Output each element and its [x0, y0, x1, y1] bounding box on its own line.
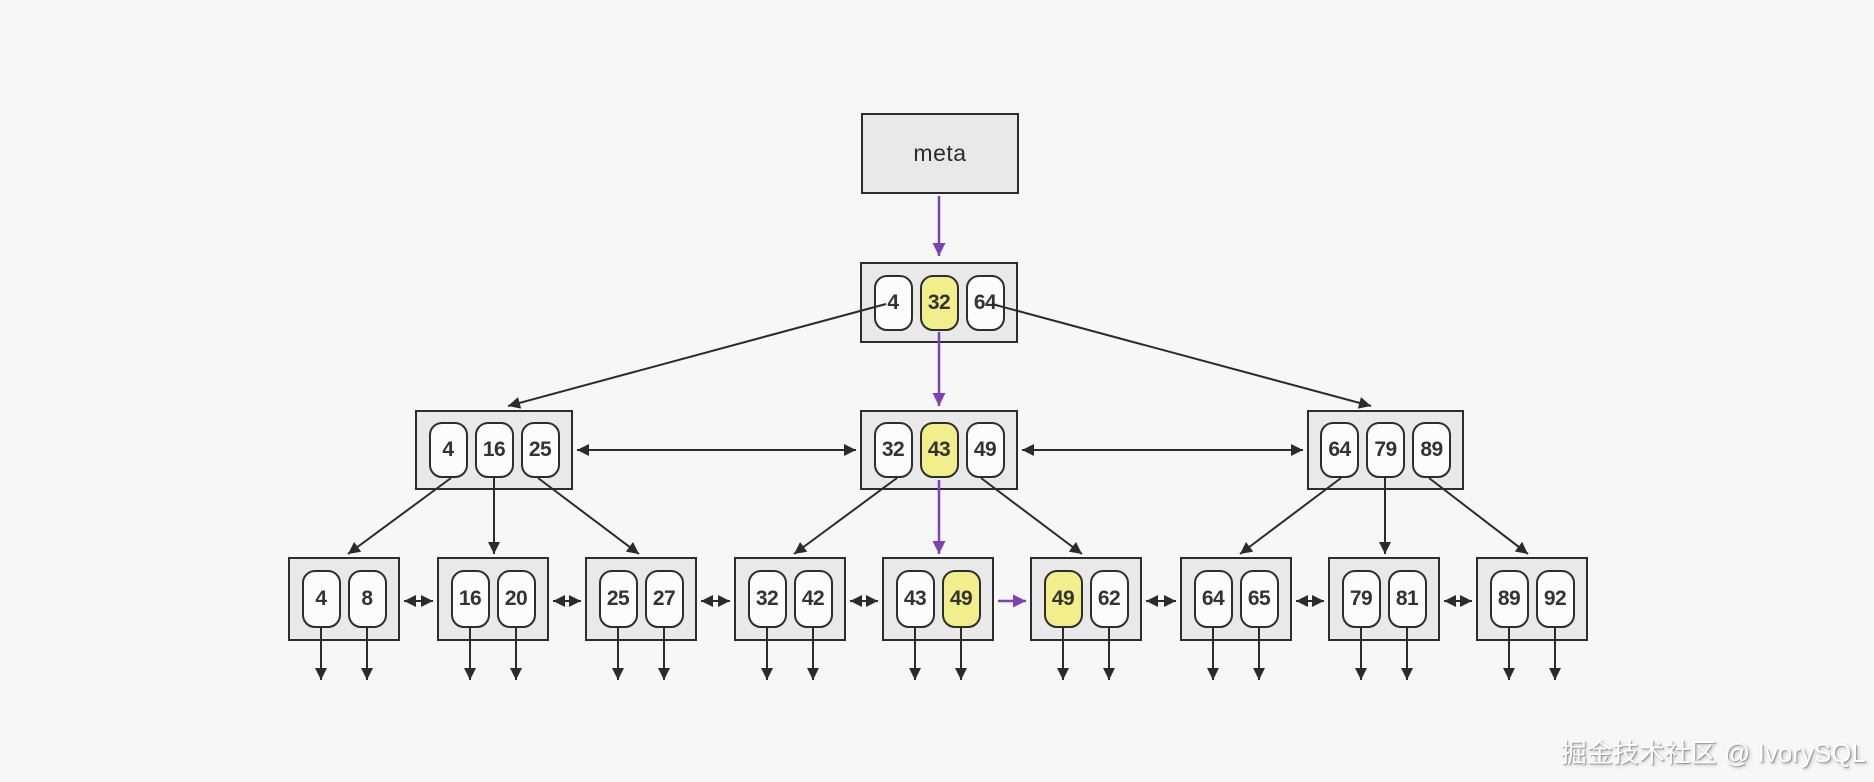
- key-cell: 16: [474, 422, 514, 478]
- leaf-node-1: 4 8: [288, 557, 400, 641]
- key-cell: 81: [1387, 570, 1427, 628]
- internal-node-center: 32 43 49: [860, 410, 1018, 490]
- meta-label: meta: [913, 140, 967, 166]
- leaf-node-5: 43 49: [882, 557, 994, 641]
- key-cell: 64: [1320, 422, 1359, 478]
- key-cell-highlighted: 49: [1043, 570, 1083, 628]
- search-path-edges: [932, 196, 1026, 608]
- watermark-text: 掘金技术社区 @ IvorySQL: [1560, 738, 1866, 768]
- leaf-node-7: 64 65: [1180, 557, 1292, 641]
- key-cell: 32: [747, 570, 787, 628]
- leaf-node-6: 49 62: [1030, 557, 1142, 641]
- key-cell: 20: [496, 570, 536, 628]
- key-cell: 65: [1239, 570, 1279, 628]
- root-node: 4 32 64: [860, 262, 1018, 343]
- key-cell: 92: [1535, 570, 1575, 628]
- key-cell: 43: [895, 570, 935, 628]
- internal-node-right: 64 79 89: [1307, 410, 1464, 490]
- key-cell: 25: [598, 570, 638, 628]
- key-cell: 89: [1412, 422, 1451, 478]
- key-cell: 4: [428, 422, 468, 478]
- key-cell: 79: [1366, 422, 1405, 478]
- key-cell: 62: [1089, 570, 1129, 628]
- key-cell: 16: [450, 570, 490, 628]
- leaf-node-3: 25 27: [585, 557, 697, 641]
- key-cell: 49: [965, 422, 1005, 478]
- key-cell-highlighted: 32: [919, 274, 959, 331]
- leaf-node-9: 89 92: [1476, 557, 1588, 641]
- key-cell: 4: [301, 570, 341, 628]
- key-cell-highlighted: 43: [919, 422, 959, 478]
- leaf-node-4: 32 42: [734, 557, 846, 641]
- key-cell: 8: [347, 570, 387, 628]
- leaf-node-2: 16 20: [437, 557, 549, 641]
- meta-page-node: meta: [861, 113, 1019, 194]
- key-cell: 27: [644, 570, 684, 628]
- key-cell: 42: [793, 570, 833, 628]
- key-cell: 4: [873, 274, 913, 331]
- key-cell: 32: [873, 422, 913, 478]
- leaf-node-8: 79 81: [1328, 557, 1440, 641]
- key-cell-highlighted: 49: [941, 570, 981, 628]
- key-cell: 64: [1193, 570, 1233, 628]
- key-cell: 89: [1489, 570, 1529, 628]
- key-cell: 25: [520, 422, 560, 478]
- key-cell: 64: [965, 274, 1005, 331]
- key-cell: 79: [1341, 570, 1381, 628]
- internal-node-left: 4 16 25: [415, 410, 573, 490]
